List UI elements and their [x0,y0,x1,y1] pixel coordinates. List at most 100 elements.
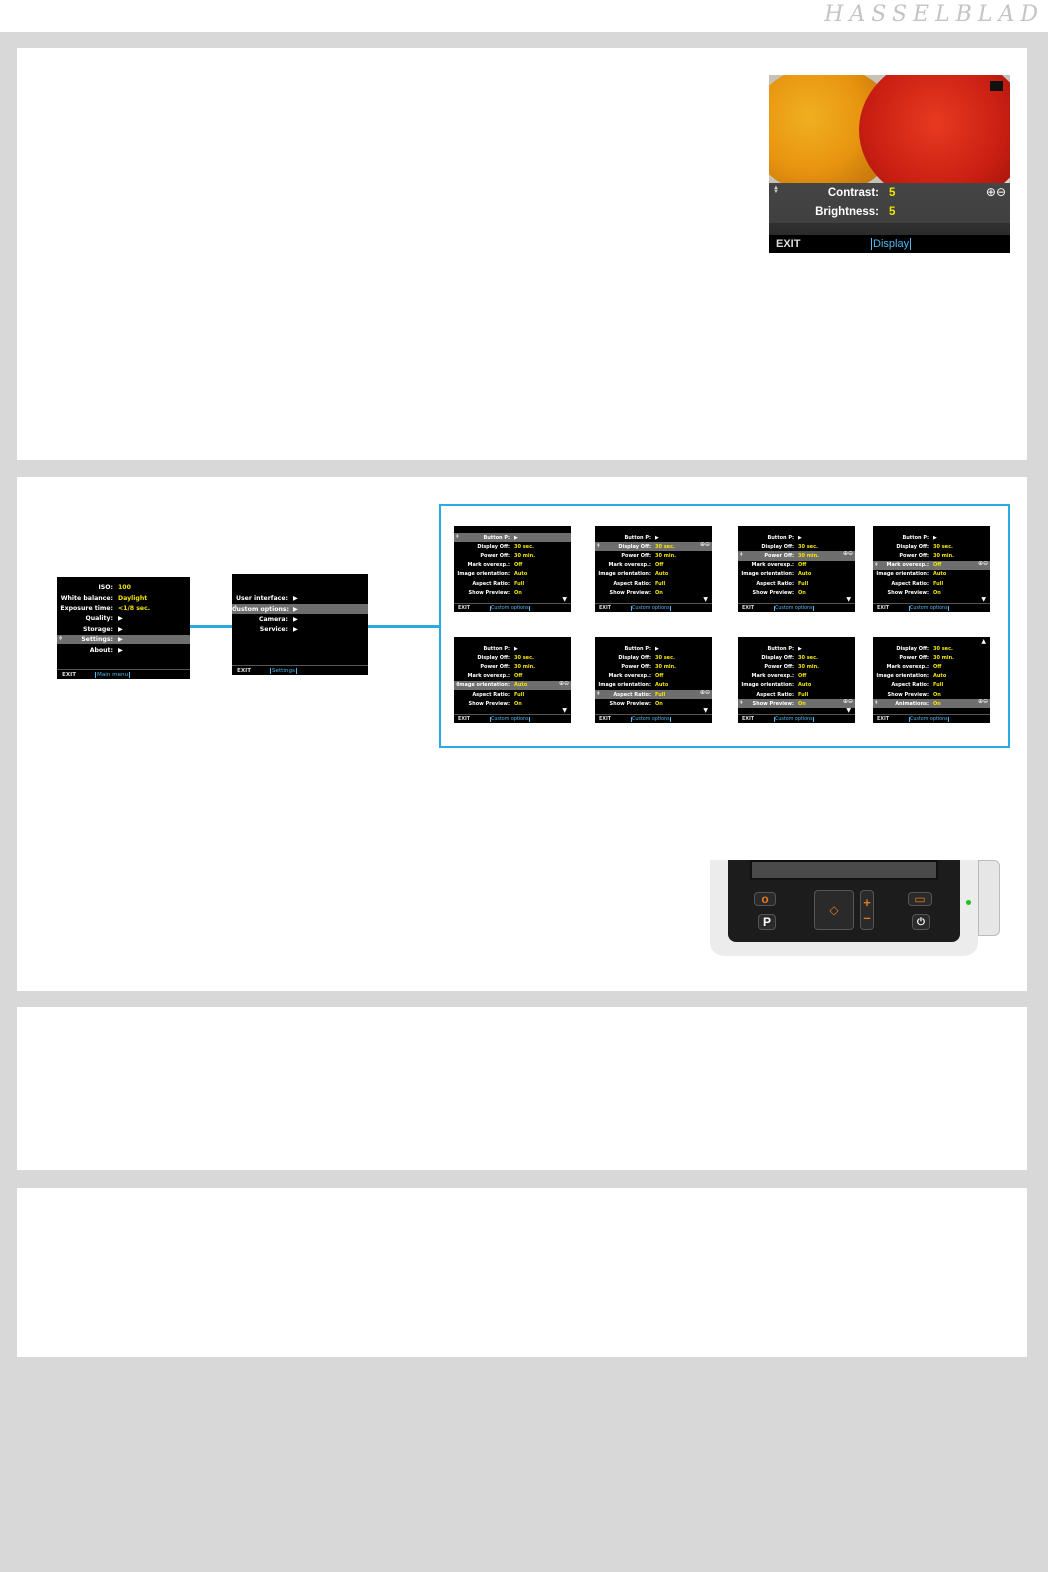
menu-row[interactable]: Mark overexp.:Off [595,672,712,681]
exit-label[interactable]: EXIT [877,716,890,722]
menu-row[interactable]: Mark overexp.:Off [595,561,712,570]
menu-row[interactable]: Display Off:30 sec. [738,542,855,551]
menu-row-label: Display Off: [761,654,794,661]
breadcrumb: Main menu [95,671,131,678]
menu-row[interactable]: Image orientation:Auto [595,570,712,579]
menu-row[interactable]: Aspect Ratio:Full [454,690,571,699]
settings-menu-screen: User interface:▶Custom options:▶▲▼Camera… [232,574,368,675]
exit-label[interactable]: EXIT [458,716,471,722]
menu-row[interactable]: Image orientation:Auto [873,570,990,579]
exit-label[interactable]: EXIT [742,605,755,611]
record-button[interactable]: o [754,892,776,906]
menu-row[interactable]: Image orientation:Auto [873,672,990,681]
exit-label[interactable]: EXIT [458,605,471,611]
menu-row[interactable]: Power Off:30 min. [454,551,571,560]
power-button-icon[interactable]: ⏻ [912,914,930,930]
menu-row[interactable]: Image orientation:Auto [454,680,571,690]
menu-row[interactable]: Power Off:30 min. [738,551,855,561]
menu-row[interactable]: Button P:▶ [454,644,571,653]
menu-row[interactable]: Image orientation:Auto [738,570,855,579]
menu-row[interactable]: Display Off:30 sec. [873,644,990,653]
menu-row-value: 100 [118,584,131,592]
menu-row[interactable]: Aspect Ratio:Full [454,579,571,588]
menu-row[interactable]: Aspect Ratio:Full [595,690,712,700]
menu-row[interactable]: Exposure time:<1/8 sec. [57,604,190,613]
menu-row[interactable]: Aspect Ratio:Full [873,681,990,690]
menu-row[interactable]: Display Off:30 sec. [454,653,571,662]
exit-label[interactable]: EXIT [237,667,252,674]
menu-row[interactable]: Mark overexp.:Off [454,561,571,570]
menu-row[interactable]: Show Preview:On [873,690,990,699]
menu-row[interactable]: Aspect Ratio:Full [738,579,855,588]
menu-row[interactable]: Mark overexp.:Off [873,662,990,671]
menu-row[interactable]: Power Off:30 min. [595,551,712,560]
menu-row[interactable]: Settings:▶ [57,635,190,645]
menu-row[interactable]: Camera:▶ [232,615,368,624]
menu-row-label: Power Off: [480,552,510,559]
menu-row[interactable]: Button P:▶ [738,644,855,653]
menu-row[interactable]: Custom options:▶ [232,604,368,614]
menu-row[interactable]: Display Off:30 sec. [873,542,990,551]
menu-row[interactable]: Image orientation:Auto [738,681,855,690]
menu-row-label: Storage: [83,625,113,633]
menu-row[interactable]: Show Preview:On [595,588,712,597]
exit-label[interactable]: EXIT [877,605,890,611]
menu-row[interactable]: Display Off:30 sec. [738,653,855,662]
menu-row[interactable]: Show Preview:On [595,699,712,708]
menu-row[interactable]: Power Off:30 min. [873,551,990,560]
menu-row[interactable]: Animations:On [873,699,990,709]
exit-label[interactable]: EXIT [62,671,77,678]
brightness-row[interactable]: Brightness: 5 [769,202,1010,221]
plus-minus-rocker[interactable]: + – [860,890,874,930]
menu-row[interactable]: User interface:▶ [232,594,368,603]
menu-row[interactable]: About:▶ [57,645,190,654]
menu-row[interactable]: Button P:▶ [454,533,571,543]
menu-row[interactable]: Button P:▶ [738,533,855,542]
contrast-row[interactable]: Contrast: 5 [769,183,1010,202]
menu-row[interactable]: Show Preview:On [873,588,990,597]
menu-row[interactable]: Display Off:30 sec. [595,653,712,662]
menu-row[interactable]: ISO:100 [57,583,190,592]
button-p[interactable]: P [758,914,776,930]
menu-row[interactable]: Aspect Ratio:Full [738,690,855,699]
exit-label[interactable]: EXIT [742,716,755,722]
menu-row-label: White balance: [60,594,113,602]
menu-row[interactable]: Button P:▶ [595,644,712,653]
menu-row[interactable]: Power Off:30 min. [454,662,571,671]
menu-row[interactable]: Display Off:30 sec. [595,542,712,552]
menu-row[interactable]: Image orientation:Auto [595,681,712,690]
exit-label[interactable]: EXIT [776,238,801,250]
display-button[interactable]: ▭ [908,892,932,906]
navigation-pad[interactable]: ◇ [814,890,854,930]
exit-label[interactable]: EXIT [599,716,612,722]
menu-row-value: 30 min. [798,663,820,670]
menu-row[interactable]: Mark overexp.:Off [738,672,855,681]
menu-row[interactable]: Show Preview:On [454,588,571,597]
menu-row[interactable]: Aspect Ratio:Full [873,579,990,588]
menu-row[interactable]: Quality:▶ [57,614,190,623]
breadcrumb: Custom options [631,716,671,722]
menu-row-value: 30 sec. [514,654,534,661]
menu-row[interactable]: Aspect Ratio:Full [595,579,712,588]
menu-row[interactable]: Mark overexp.:Off [738,561,855,570]
menu-row[interactable]: Storage:▶ [57,625,190,634]
menu-row[interactable]: Power Off:30 min. [873,653,990,662]
menu-row[interactable]: Button P:▶ [873,533,990,542]
menu-row[interactable]: Button P:▶ [595,533,712,542]
menu-row[interactable]: Mark overexp.:Off [454,672,571,681]
menu-row[interactable]: Service:▶ [232,625,368,634]
menu-row-value: ▶ [293,595,298,603]
plus-minus-icon: ⊕⊖ [842,698,853,706]
menu-row[interactable]: Mark overexp.:Off [873,560,990,570]
menu-row[interactable]: Power Off:30 min. [738,662,855,671]
menu-row[interactable]: Display Off:30 sec. [454,542,571,551]
menu-row[interactable]: Image orientation:Auto [454,570,571,579]
menu-row[interactable]: Show Preview:On [738,588,855,597]
exit-label[interactable]: EXIT [599,605,612,611]
menu-row[interactable]: Power Off:30 min. [595,662,712,671]
menu-row[interactable]: Show Preview:On [454,699,571,708]
menu-row[interactable]: White balance:Daylight [57,593,190,602]
menu-row[interactable]: Show Preview:On [738,699,855,709]
